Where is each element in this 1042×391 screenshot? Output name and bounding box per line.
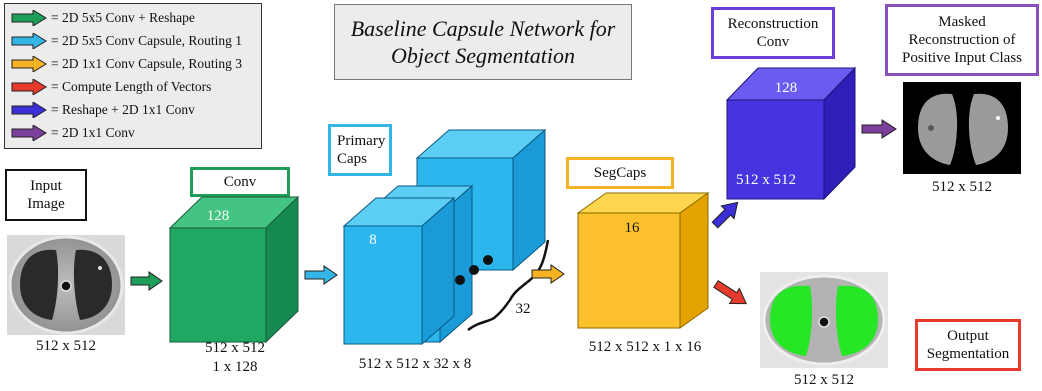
primary-caps-label: Primary Caps (328, 124, 392, 176)
red-arrow-icon (11, 79, 47, 95)
segcaps-label-text: SegCaps (593, 165, 647, 181)
conv-dims-line2: 1 x 128 (212, 359, 258, 375)
output-label-line2: Segmentation (926, 346, 1010, 362)
primary-caps-label-line1: Primary (337, 133, 386, 149)
arrow-input-to-conv (130, 271, 163, 291)
reconstruction-label-line2: Conv (756, 34, 790, 50)
legend: = 2D 5x5 Conv + Reshape = 2D 5x5 Conv Ca… (4, 3, 262, 149)
masked-reconstruction-dims: 512 x 512 (932, 179, 992, 195)
output-segmentation-label: Output Segmentation (915, 319, 1021, 371)
purple-arrow-icon (11, 125, 47, 141)
legend-item-conv-capsule-routing1: = 2D 5x5 Conv Capsule, Routing 1 (11, 31, 242, 51)
input-label-line1: Input (30, 178, 62, 194)
conv-label-text: Conv (223, 174, 257, 190)
masked-label-line2: Reconstruction of (908, 32, 1016, 48)
legend-item-reshape-conv: = Reshape + 2D 1x1 Conv (11, 100, 195, 120)
green-arrow-icon (11, 10, 47, 26)
arrow-reconstruction-to-masked (861, 119, 897, 139)
output-segmentation-image (760, 272, 888, 368)
masked-reconstruction-label: Masked Reconstruction of Positive Input … (885, 4, 1039, 76)
input-label-line2: Image (27, 196, 65, 212)
primary-caps-count-label: 32 (516, 301, 531, 317)
blue-arrow-icon (11, 33, 47, 49)
legend-item-1x1-conv: = 2D 1x1 Conv (11, 123, 135, 143)
legend-item-conv-capsule-routing3: = 2D 1x1 Conv Capsule, Routing 3 (11, 54, 242, 74)
segcaps-depth-label: 16 (625, 220, 641, 236)
legend-item-vector-length: = Compute Length of Vectors (11, 77, 211, 97)
arrow-segcaps-to-output (713, 279, 747, 305)
legend-label: = Compute Length of Vectors (51, 79, 212, 94)
segcaps-block (576, 192, 710, 329)
conv-dims-line1: 512 x 512 (205, 340, 265, 356)
conv-depth-label: 128 (207, 208, 230, 224)
masked-reconstruction-image (903, 82, 1021, 174)
legend-label: = 2D 1x1 Conv (51, 125, 135, 140)
primary-caps-depth-label: 8 (369, 232, 377, 248)
yellow-arrow-icon (11, 56, 47, 72)
output-dims: 512 x 512 (794, 372, 854, 388)
reconstruction-dims-label: 512 x 512 (736, 172, 796, 188)
legend-item-conv-reshape: = 2D 5x5 Conv + Reshape (11, 8, 195, 28)
conv-block (168, 195, 300, 344)
reconstruction-conv-block (725, 66, 857, 201)
arrow-primary-to-segcaps (531, 264, 565, 284)
indigo-arrow-icon (11, 102, 47, 118)
masked-label-line1: Masked (938, 14, 986, 30)
legend-label: = Reshape + 2D 1x1 Conv (51, 102, 195, 117)
conv-label: Conv (190, 167, 290, 197)
input-image-label: Input Image (5, 169, 87, 221)
primary-caps-label-line2: Caps (337, 151, 367, 167)
output-label-line1: Output (947, 328, 989, 344)
primary-caps-dims: 512 x 512 x 32 x 8 (358, 356, 472, 372)
arrow-segcaps-to-reconstruction (711, 201, 739, 229)
legend-label: = 2D 1x1 Conv Capsule, Routing 3 (51, 56, 242, 71)
masked-label-line3: Positive Input Class (901, 50, 1022, 66)
legend-label: = 2D 5x5 Conv Capsule, Routing 1 (51, 33, 242, 48)
segcaps-label: SegCaps (566, 157, 674, 189)
reconstruction-depth-label: 128 (775, 80, 798, 96)
reconstruction-label-line1: Reconstruction (727, 16, 819, 32)
input-ct-image (7, 235, 125, 335)
diagram-title: Baseline Capsule Network for Object Segm… (334, 4, 632, 80)
segcaps-dims: 512 x 512 x 1 x 16 (588, 339, 702, 355)
primary-caps-block (342, 128, 550, 346)
title-line-1: Baseline Capsule Network for (350, 16, 616, 41)
reconstruction-conv-label: Reconstruction Conv (711, 7, 835, 59)
legend-label: = 2D 5x5 Conv + Reshape (51, 10, 195, 25)
arrow-conv-to-primary (304, 265, 338, 285)
input-dims: 512 x 512 (36, 338, 96, 354)
title-line-2: Object Segmentation (391, 43, 575, 68)
